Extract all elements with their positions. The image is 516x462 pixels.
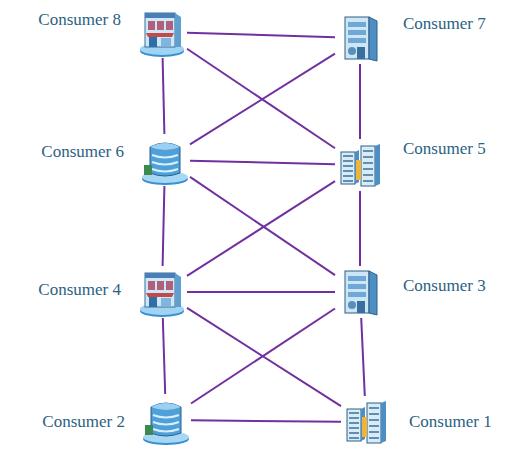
building-icon bbox=[140, 134, 190, 186]
link-line bbox=[190, 161, 335, 165]
link-line bbox=[187, 33, 335, 37]
consumer-label: Consumer 4 bbox=[38, 281, 121, 300]
link-line bbox=[187, 308, 341, 406]
link-line bbox=[191, 308, 335, 403]
link-line bbox=[190, 54, 335, 145]
building-icon bbox=[137, 6, 187, 58]
consumer-label: Consumer 7 bbox=[403, 15, 486, 34]
building-icon bbox=[341, 396, 391, 448]
link-line bbox=[163, 318, 165, 394]
link-line bbox=[187, 49, 335, 148]
link-line bbox=[187, 291, 335, 293]
consumer-node: Consumer 7 bbox=[335, 12, 385, 64]
consumer-label: Consumer 6 bbox=[41, 143, 124, 162]
building-icon bbox=[137, 266, 187, 318]
building-icon bbox=[141, 394, 191, 446]
consumer-label: Consumer 8 bbox=[38, 11, 121, 30]
link-line bbox=[361, 318, 365, 396]
consumer-node: Consumer 1 bbox=[341, 396, 391, 448]
consumer-node: Consumer 5 bbox=[335, 139, 385, 191]
consumer-node: Consumer 3 bbox=[335, 266, 385, 318]
link-line bbox=[359, 64, 361, 139]
consumer-label: Consumer 5 bbox=[403, 140, 486, 159]
consumer-node: Consumer 4 bbox=[137, 266, 187, 318]
consumer-label: Consumer 1 bbox=[409, 413, 492, 432]
link-line bbox=[187, 181, 335, 276]
building-icon bbox=[335, 266, 385, 318]
link-line bbox=[191, 420, 341, 422]
consumer-node: Consumer 2 bbox=[141, 394, 191, 446]
link-line bbox=[163, 58, 165, 134]
consumer-node: Consumer 6 bbox=[140, 134, 190, 186]
building-icon bbox=[335, 12, 385, 64]
link-line bbox=[359, 191, 361, 266]
consumer-label: Consumer 3 bbox=[403, 277, 486, 296]
link-line bbox=[163, 186, 165, 266]
building-icon bbox=[335, 139, 385, 191]
consumer-node: Consumer 8 bbox=[137, 6, 187, 58]
consumer-label: Consumer 2 bbox=[42, 413, 125, 432]
